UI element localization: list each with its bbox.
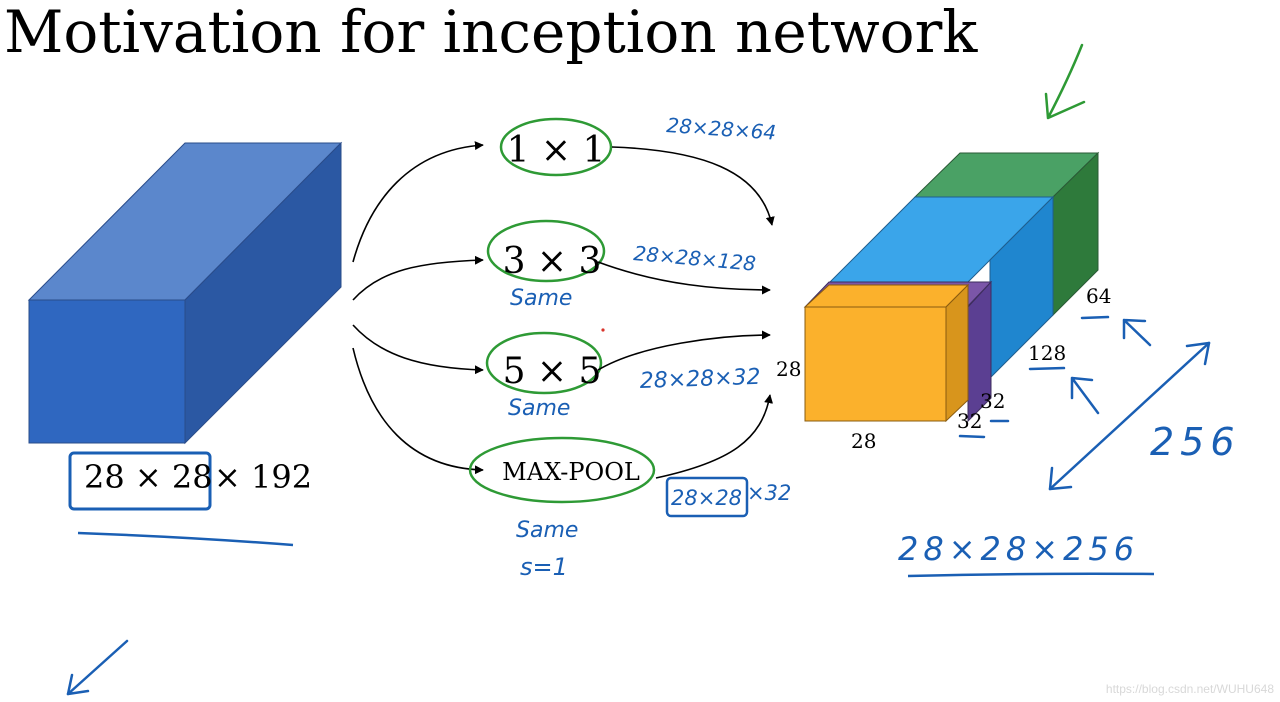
filter-3x3-output: 28×28×128 <box>633 241 757 276</box>
caret-128 <box>1070 376 1100 415</box>
arrow-to-1x1 <box>352 141 484 263</box>
input-volume <box>27 141 343 445</box>
filter-5x5-note: Same <box>508 396 570 421</box>
slice-annotation-strokes <box>958 315 1152 439</box>
output-height-label: 28 <box>776 357 801 381</box>
filter-3x3-note: Same <box>510 286 572 311</box>
bottom-left-pen-arrow <box>66 639 129 696</box>
input-dimensions-label: 28 × 28 × 192 <box>68 451 312 547</box>
arrow-to-3x3 <box>352 255 484 301</box>
filter-3x3-label: 3 × 3 <box>503 241 602 282</box>
maxpool-output-boxed: 28×28 <box>671 486 742 510</box>
arrow-to-maxpool <box>352 347 484 475</box>
arrow-maxpool-to-output <box>655 394 774 479</box>
maxpool-note-same: Same <box>516 518 578 543</box>
orange-slice-side <box>945 283 969 423</box>
input-underline <box>77 531 294 547</box>
filter-maxpool-circle <box>468 436 656 504</box>
filter-3x3: 3 × 3 28×28×128 Same <box>486 219 771 311</box>
filter-1x1: 1 × 1 28×28×64 <box>499 113 777 226</box>
depth-double-arrow-line <box>1048 341 1211 491</box>
arrow-to-5x5 <box>352 324 484 375</box>
slice-label-32-purple: 32 <box>980 389 1005 413</box>
output-volume-underline <box>907 572 1155 578</box>
orange-slice-top <box>803 284 970 308</box>
caret-64 <box>1122 318 1152 347</box>
maxpool-output-tail: ×32 <box>747 481 791 505</box>
input-dims-highlight-box <box>68 451 212 511</box>
input-depth-text: × 192 <box>214 458 312 496</box>
orange-slice-front <box>804 306 947 422</box>
underline-32b <box>958 434 986 439</box>
maxpool-output-box <box>665 476 749 518</box>
filter-1x1-circle <box>499 117 613 177</box>
slice-label-32-orange: 32 <box>957 409 982 433</box>
slide-title: Motivation for inception network <box>4 0 978 66</box>
underline-128 <box>1028 366 1066 371</box>
filter-maxpool: MAX-POOL 28×28 ×32 Same s=1 <box>468 394 791 581</box>
bottom-left-arrow-head <box>66 673 90 696</box>
depth-256-annotation: 256 <box>1048 341 1241 491</box>
filter-5x5-label: 5 × 5 <box>503 351 602 392</box>
input-dims-text: 28 × 28 <box>84 458 213 496</box>
depth-arrowhead-top <box>1185 341 1211 366</box>
maxpool-note-stride: s=1 <box>520 553 568 581</box>
top-right-check-arrow <box>1044 43 1086 120</box>
filter-3x3-circle <box>486 219 606 283</box>
filter-1x1-output: 28×28×64 <box>666 113 777 145</box>
filter-5x5: 5 × 5 28×28×32 Same <box>485 330 771 421</box>
filter-5x5-output: 28×28×32 <box>639 365 761 394</box>
filter-1x1-label: 1 × 1 <box>507 130 606 171</box>
slice-label-128: 128 <box>1028 341 1066 365</box>
arrow-5x5-to-output <box>597 330 771 371</box>
output-volume-label: 28×28×256 <box>898 530 1139 568</box>
depth-arrowhead-bottom <box>1048 466 1073 491</box>
bottom-left-arrow-line <box>66 639 129 696</box>
corner-pen-arrows <box>1044 43 1086 120</box>
arrow-3x3-to-output <box>597 261 771 295</box>
watermark: https://blog.csdn.net/WUHU648 <box>1106 682 1274 696</box>
filter-maxpool-label: MAX-POOL <box>502 458 640 486</box>
depth-256-label: 256 <box>1150 420 1241 464</box>
slice-label-64: 64 <box>1086 284 1111 308</box>
pen-dot <box>601 328 605 332</box>
output-volume <box>803 151 1100 423</box>
input-arrows <box>352 141 484 475</box>
underline-64 <box>1080 315 1110 320</box>
input-volume-front-face <box>28 299 186 444</box>
arrow-1x1-to-output <box>611 146 775 226</box>
output-width-label: 28 <box>851 429 876 453</box>
filter-5x5-circle <box>485 331 603 395</box>
